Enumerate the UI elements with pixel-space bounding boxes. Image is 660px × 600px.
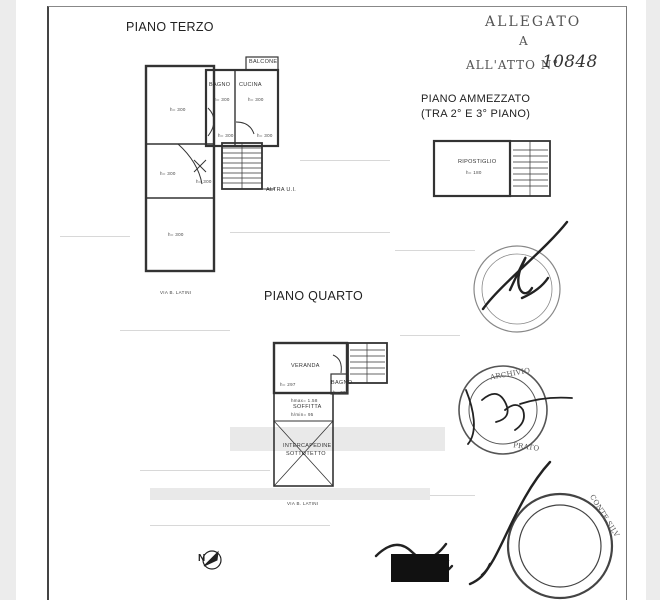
third-floor-height-2: h= 300: [214, 97, 230, 102]
third-floor-title: PIANO TERZO: [126, 20, 214, 34]
redaction-bar: [391, 554, 449, 582]
notary-stamp-bottom: [506, 492, 614, 600]
document-border: [47, 6, 627, 600]
third-floor-plan: [144, 56, 280, 273]
fourth-floor-plan: [272, 341, 388, 487]
north-letter: N: [198, 553, 206, 564]
fourth-floor-intercapedine: INTERCAPEDINE: [283, 443, 332, 449]
third-floor-bagno: BAGNO: [209, 82, 231, 88]
third-floor-balcone: BALCONE: [249, 59, 278, 65]
attachment-number: 10848: [542, 52, 598, 72]
third-floor-height-6: h= 300: [160, 171, 176, 176]
signature-middle: [465, 389, 573, 445]
third-floor-street: VIA B. LATINI: [160, 290, 192, 295]
notary-stamp-middle: [458, 365, 548, 455]
third-floor-height-1: h= 300: [170, 107, 186, 112]
attachment-deed-label: ALL'ATTO N°: [466, 58, 560, 72]
notary-stamp-top: [473, 245, 561, 333]
fourth-floor-soffitta: SOFFITTA: [293, 404, 322, 410]
fourth-floor-bagno: BAGNO: [331, 380, 353, 386]
fourth-floor-height-2: h= 297: [333, 390, 349, 395]
third-floor-height-7: h= 300: [196, 179, 212, 184]
fourth-floor-title: PIANO QUARTO: [264, 289, 363, 303]
fourth-floor-veranda: VERANDA: [291, 363, 320, 369]
third-floor-height-3: h= 300: [248, 97, 264, 102]
attachment-label: ALLEGATO: [485, 14, 582, 30]
fourth-floor-hmax: hmax= 1.58: [291, 398, 318, 403]
signature-top: [481, 220, 569, 311]
scan-noise: [60, 160, 475, 561]
mezzanine-storage: RIPOSTIGLIO: [458, 159, 497, 165]
attachment-letter: A: [519, 34, 528, 48]
north-arrow: [202, 550, 222, 570]
fourth-floor-sottotetto: SOTTOTETTO: [286, 451, 326, 457]
scan-margin-right: [646, 0, 660, 600]
mezzanine-subtitle: (TRA 2° E 3° PIANO): [421, 108, 531, 120]
third-floor-height-5: h= 300: [257, 133, 273, 138]
fourth-floor-height-1: h= 297: [280, 382, 296, 387]
third-floor-height-8: h= 300: [168, 232, 184, 237]
scan-gray-band: [150, 427, 445, 500]
fourth-floor-hmin: h/min= 95: [291, 412, 314, 417]
third-floor-cucina: CUCINA: [239, 82, 262, 88]
fourth-floor-street: VIA B. LATINI: [287, 501, 319, 506]
third-floor-other-unit: ALTRA U.I.: [266, 187, 297, 193]
mezzanine-height: h= 180: [466, 170, 482, 175]
scan-margin-left: [0, 0, 16, 600]
mezzanine-plan: [432, 139, 551, 198]
mezzanine-title: PIANO AMMEZZATO: [421, 93, 531, 105]
third-floor-height-4: h= 300: [218, 133, 234, 138]
